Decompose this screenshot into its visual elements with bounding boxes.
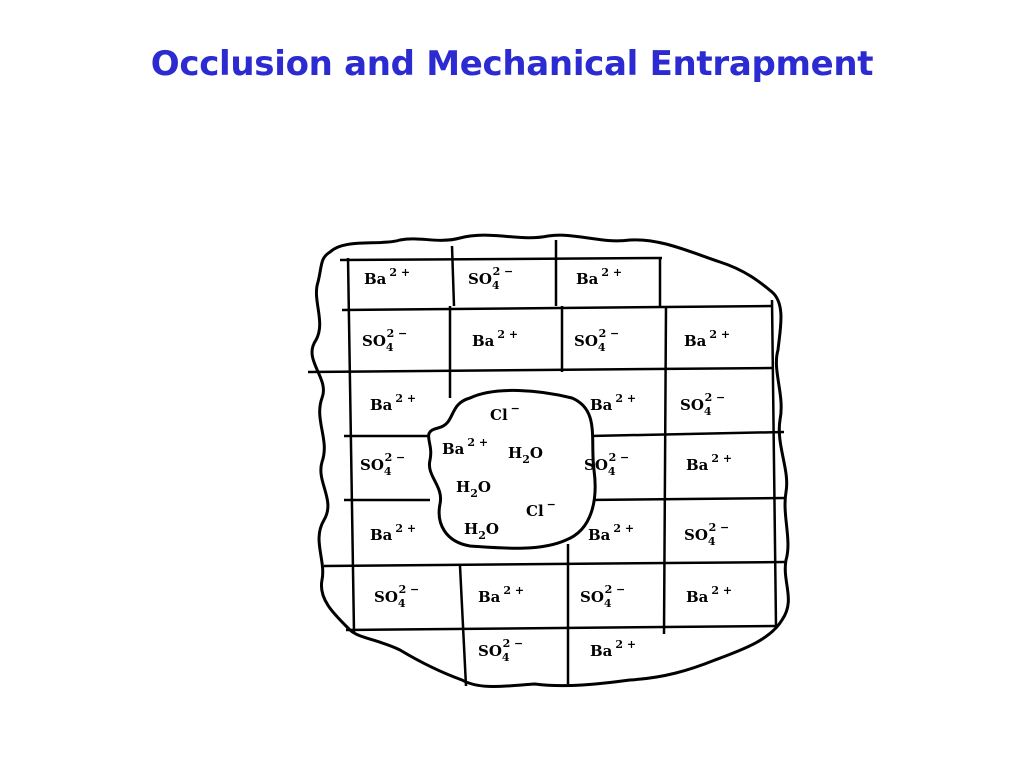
sulfate-ion-label: SO42 −	[362, 327, 407, 354]
slide-title: Occlusion and Mechanical Entrapment	[150, 44, 874, 84]
sulfate-ion-label: SO42 −	[680, 391, 725, 418]
chloride-ion-label: Cl−	[490, 402, 520, 424]
lattice-gridline	[346, 257, 356, 633]
crystal-outline	[310, 233, 790, 688]
lattice-gridline	[458, 565, 468, 687]
lattice-gridline	[662, 305, 668, 635]
lattice-gridline	[339, 256, 663, 262]
water-molecule-label: H2O	[464, 520, 499, 542]
lattice-gridline	[341, 304, 773, 312]
chloride-ion-label: Cl−	[526, 498, 556, 520]
water-molecule-label: H2O	[456, 478, 491, 500]
occlusion-pocket	[427, 388, 597, 550]
sulfate-ion-label: SO42 −	[360, 451, 405, 478]
sulfate-ion-label: SO42 −	[684, 521, 729, 548]
lattice-gridline	[345, 624, 777, 632]
lattice-gridline	[585, 496, 787, 502]
lattice-gridline	[589, 430, 785, 438]
lattice-gridline	[450, 245, 456, 307]
sulfate-ion-label: SO42 −	[468, 265, 513, 292]
sulfate-ion-label: SO42 −	[584, 451, 629, 478]
lattice-gridline	[323, 560, 787, 568]
sulfate-ion-label: SO42 −	[374, 583, 419, 610]
lattice-gridline	[307, 366, 773, 374]
sulfate-ion-label: SO42 −	[574, 327, 619, 354]
water-molecule-label: H2O	[508, 444, 543, 466]
lattice-gridline	[770, 299, 778, 627]
sulfate-ion-label: SO42 −	[478, 637, 523, 664]
sulfate-ion-label: SO42 −	[580, 583, 625, 610]
